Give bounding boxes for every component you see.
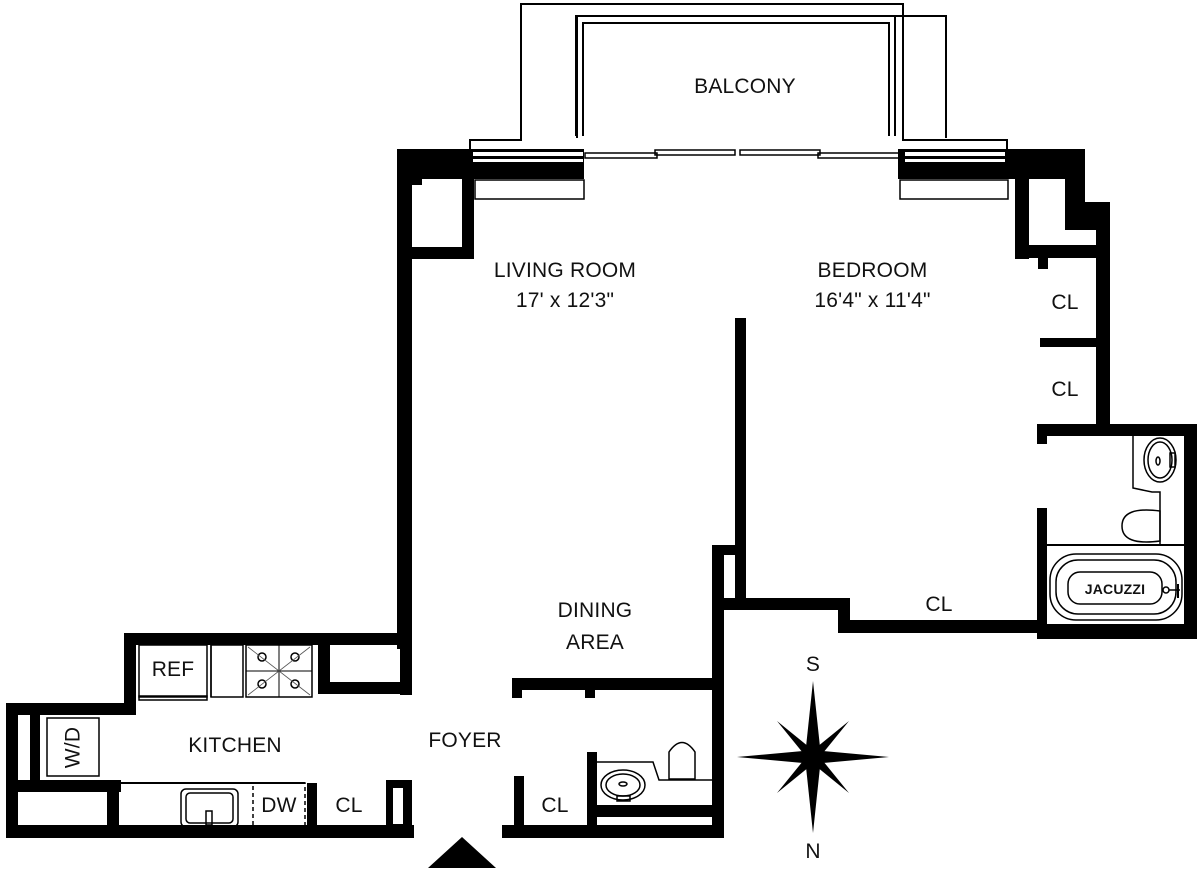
master-bathroom <box>1037 424 1197 639</box>
compass-rose-icon <box>737 681 889 833</box>
balcony-railing <box>469 3 1008 155</box>
living-room-west-wall <box>397 149 412 649</box>
living-bedroom-partition <box>735 318 746 603</box>
jacuzzi-label: JACUZZI <box>1084 581 1146 597</box>
bedroom-closet-bottom-label: CL <box>925 593 953 616</box>
washer-dryer-label: W/D <box>61 726 85 769</box>
kitchen-closet-label: CL <box>335 794 363 817</box>
kitchen <box>6 633 414 838</box>
compass-south-label: S <box>805 653 821 676</box>
bedroom-closet-lower-label: CL <box>1051 378 1079 401</box>
bedroom-dimensions: 16'4" x 11'4" <box>814 289 931 312</box>
dining-area-label-line1: DINING <box>557 599 633 622</box>
kitchen-sink-icon <box>180 788 239 828</box>
dining-area-label-line2: AREA <box>566 631 624 654</box>
jacuzzi-tub <box>1049 553 1183 621</box>
closet-divider <box>1040 338 1100 347</box>
washer-dryer <box>46 717 100 777</box>
kitchen-label: KITCHEN <box>188 734 282 757</box>
toilet-icon <box>1121 509 1161 543</box>
bedroom-label: BEDROOM <box>817 259 928 282</box>
powder-room <box>597 741 714 802</box>
balcony-label: BALCONY <box>694 75 796 98</box>
foyer-closet-label: CL <box>541 794 569 817</box>
stove-icon <box>245 644 313 698</box>
foyer-label: FOYER <box>428 729 502 752</box>
living-room-dimensions: 17' x 12'3" <box>515 289 615 312</box>
entrance-arrow-icon <box>428 837 496 868</box>
balcony-sliding-door <box>584 149 901 159</box>
refrigerator-label: REF <box>151 658 195 681</box>
powder-room-sink-icon <box>600 769 646 802</box>
bedroom-east-wall <box>1096 202 1110 428</box>
dining-south-wall <box>512 678 722 690</box>
living-room-label: LIVING ROOM <box>493 259 637 282</box>
living-room-window <box>397 149 585 200</box>
bedroom-window <box>898 149 1084 200</box>
compass-north-label: N <box>805 840 821 863</box>
powder-toilet-icon <box>668 741 696 780</box>
refrigerator <box>138 644 208 698</box>
dishwasher-label: DW <box>261 794 297 817</box>
bathroom-sink-icon <box>1143 437 1177 483</box>
bedroom-closet-upper-label: CL <box>1051 291 1079 314</box>
